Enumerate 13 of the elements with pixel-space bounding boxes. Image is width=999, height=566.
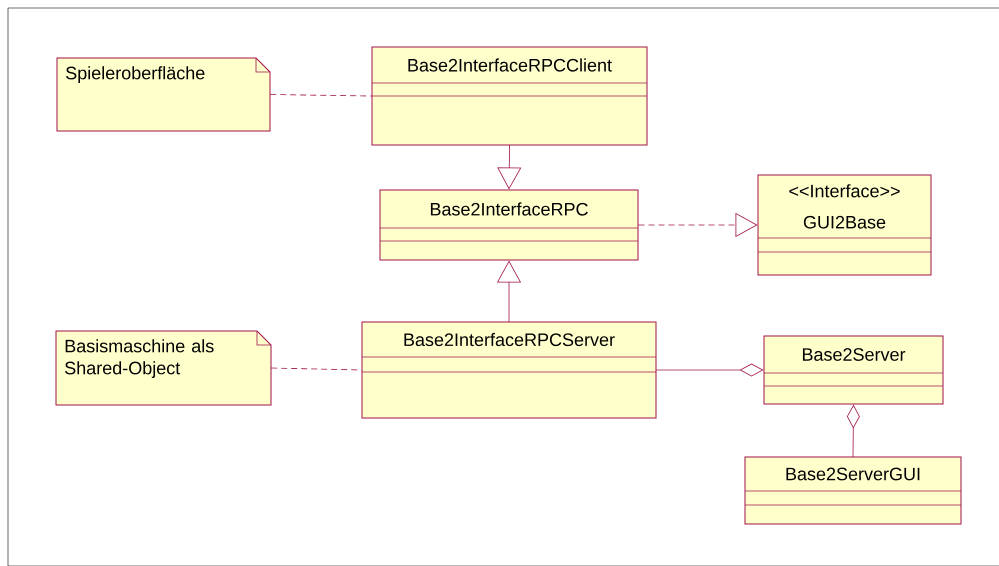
note-box: Basismaschine als Shared-Object bbox=[56, 330, 272, 406]
class-box: <<Interface>> GUI2Base bbox=[758, 174, 932, 276]
connector-line bbox=[497, 145, 522, 190]
class-box: Base2InterfaceRPC bbox=[380, 190, 638, 260]
note-box: Spieleroberfläche bbox=[56, 58, 270, 132]
class-box: Base2InterfaceRPCClient bbox=[372, 46, 648, 146]
class-box: Base2Server bbox=[764, 336, 944, 404]
connector-line bbox=[270, 368, 362, 370]
connector-line bbox=[270, 94, 372, 96]
class-box: Base2InterfaceRPCServer bbox=[362, 322, 656, 418]
connector-line bbox=[846, 404, 860, 457]
connector-line bbox=[656, 364, 764, 376]
class-box: Base2ServerGUI bbox=[744, 456, 962, 524]
